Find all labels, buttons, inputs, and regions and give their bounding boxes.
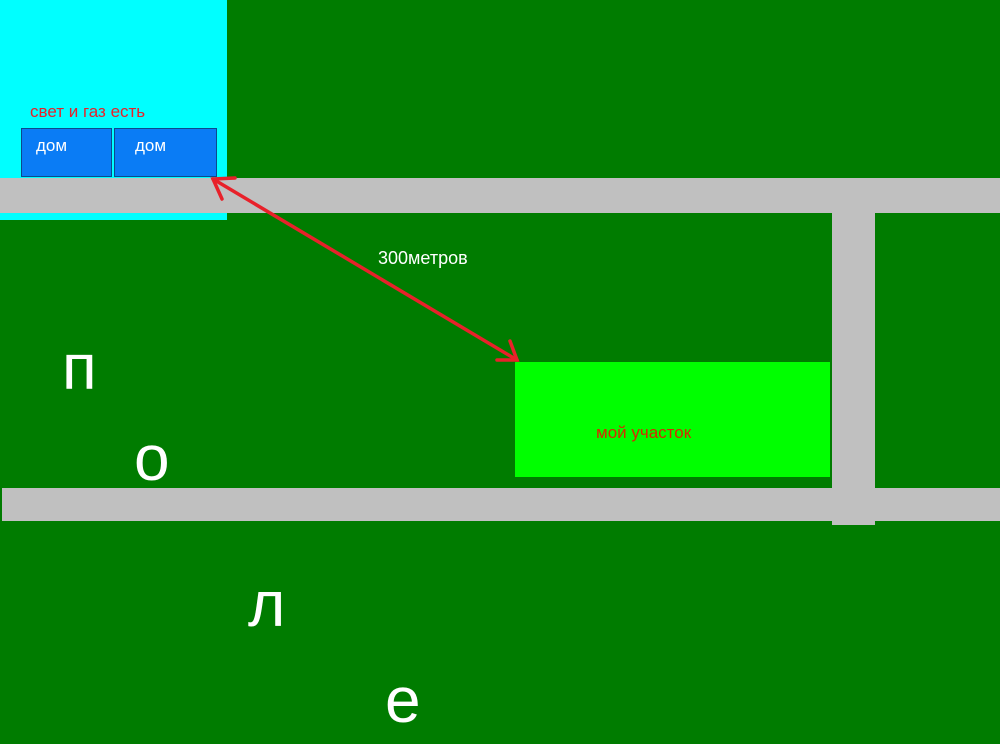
field-letter-4: е <box>385 664 421 736</box>
house-2: дом <box>114 128 217 177</box>
field-letter-3: л <box>248 568 286 640</box>
road-vertical <box>832 178 875 525</box>
utilities-label: свет и газ есть <box>30 102 146 121</box>
field-letter-2: о <box>134 422 170 494</box>
field-letter-1: п <box>62 331 97 403</box>
my-plot <box>515 362 830 477</box>
house-1: дом <box>21 128 112 177</box>
my-plot-label: мой участок <box>596 423 692 442</box>
distance-label: 300метров <box>378 248 468 268</box>
